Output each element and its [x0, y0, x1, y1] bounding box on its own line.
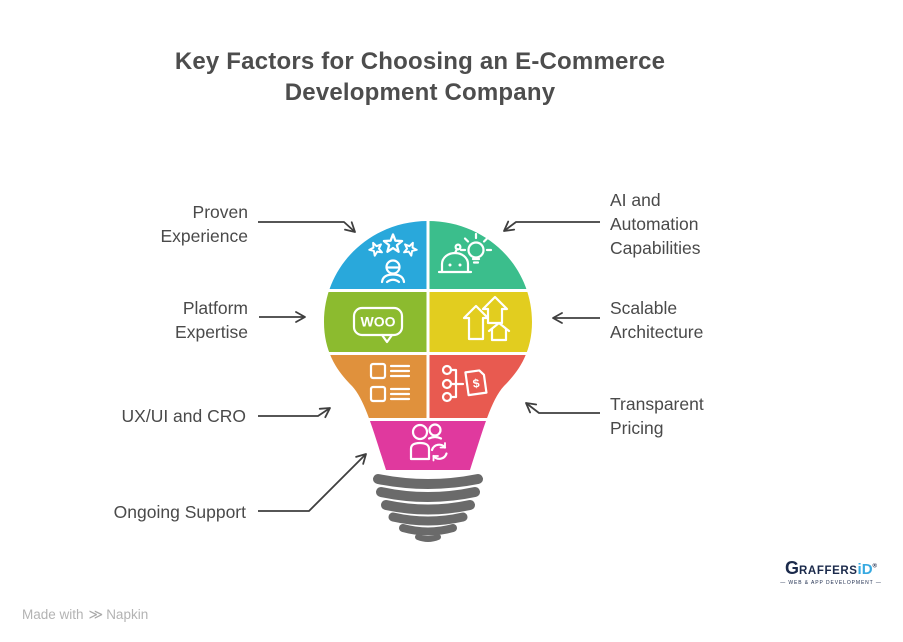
- woocommerce-icon: WOO: [352, 306, 404, 344]
- arrow-transparent-pricing: [525, 402, 600, 414]
- people-refresh-icon: [409, 423, 448, 462]
- napkin-brand-text: Napkin: [106, 607, 149, 622]
- label-ongoing-support: Ongoing Support: [113, 502, 246, 522]
- price-tag-flow-icon: $: [441, 364, 488, 403]
- label-ai-automation: AI and Automation Capabilities: [610, 190, 701, 258]
- graffersid-wordmark: GRAFFERSiD®: [785, 558, 877, 578]
- arrow-ongoing-support: [258, 453, 367, 512]
- graffersid-logo: GRAFFERSiD® — WEB & APP DEVELOPMENT —: [770, 559, 892, 586]
- label-scalable-architecture: Scalable Architecture: [610, 298, 704, 342]
- wireframe-list-icon: [369, 362, 411, 403]
- person-stars-icon: [366, 233, 420, 284]
- robot-lightbulb-icon: [437, 232, 493, 274]
- segment-platform-expertise: [324, 292, 427, 352]
- segment-ai-automation: [429, 221, 532, 289]
- napkin-icon: ≫: [88, 606, 104, 622]
- dollar-text: $: [472, 376, 481, 391]
- segment-scalable-architecture: [429, 292, 532, 352]
- label-platform-expertise: Platform Expertise: [175, 298, 248, 342]
- graffersid-tagline: — WEB & APP DEVELOPMENT —: [780, 580, 882, 586]
- bulb-screw-base: [373, 474, 483, 542]
- connector-arrows: [258, 220, 600, 512]
- label-ux-ui-cro: UX/UI and CRO: [121, 406, 246, 426]
- title-line-2: Development Company: [284, 79, 556, 106]
- arrow-ux-ui-cro: [258, 407, 331, 419]
- arrow-ai-automation: [503, 220, 600, 232]
- woo-text: WOO: [361, 314, 396, 330]
- label-proven-experience: Proven Experience: [160, 202, 248, 246]
- label-transparent-pricing: Transparent Pricing: [610, 394, 704, 438]
- segment-icons: WOO: [352, 232, 511, 462]
- made-with-text: Made with: [22, 607, 84, 622]
- title-line-1: Key Factors for Choosing an E-Commerce: [174, 48, 666, 75]
- page-title: Key Factors for Choosing an E-Commerce D…: [110, 46, 730, 108]
- arrow-proven-experience: [258, 221, 356, 233]
- registered-mark: ®: [872, 563, 877, 570]
- growth-arrows-icon: [462, 295, 511, 342]
- made-with-napkin-link[interactable]: Made with ≫ Napkin: [22, 606, 148, 623]
